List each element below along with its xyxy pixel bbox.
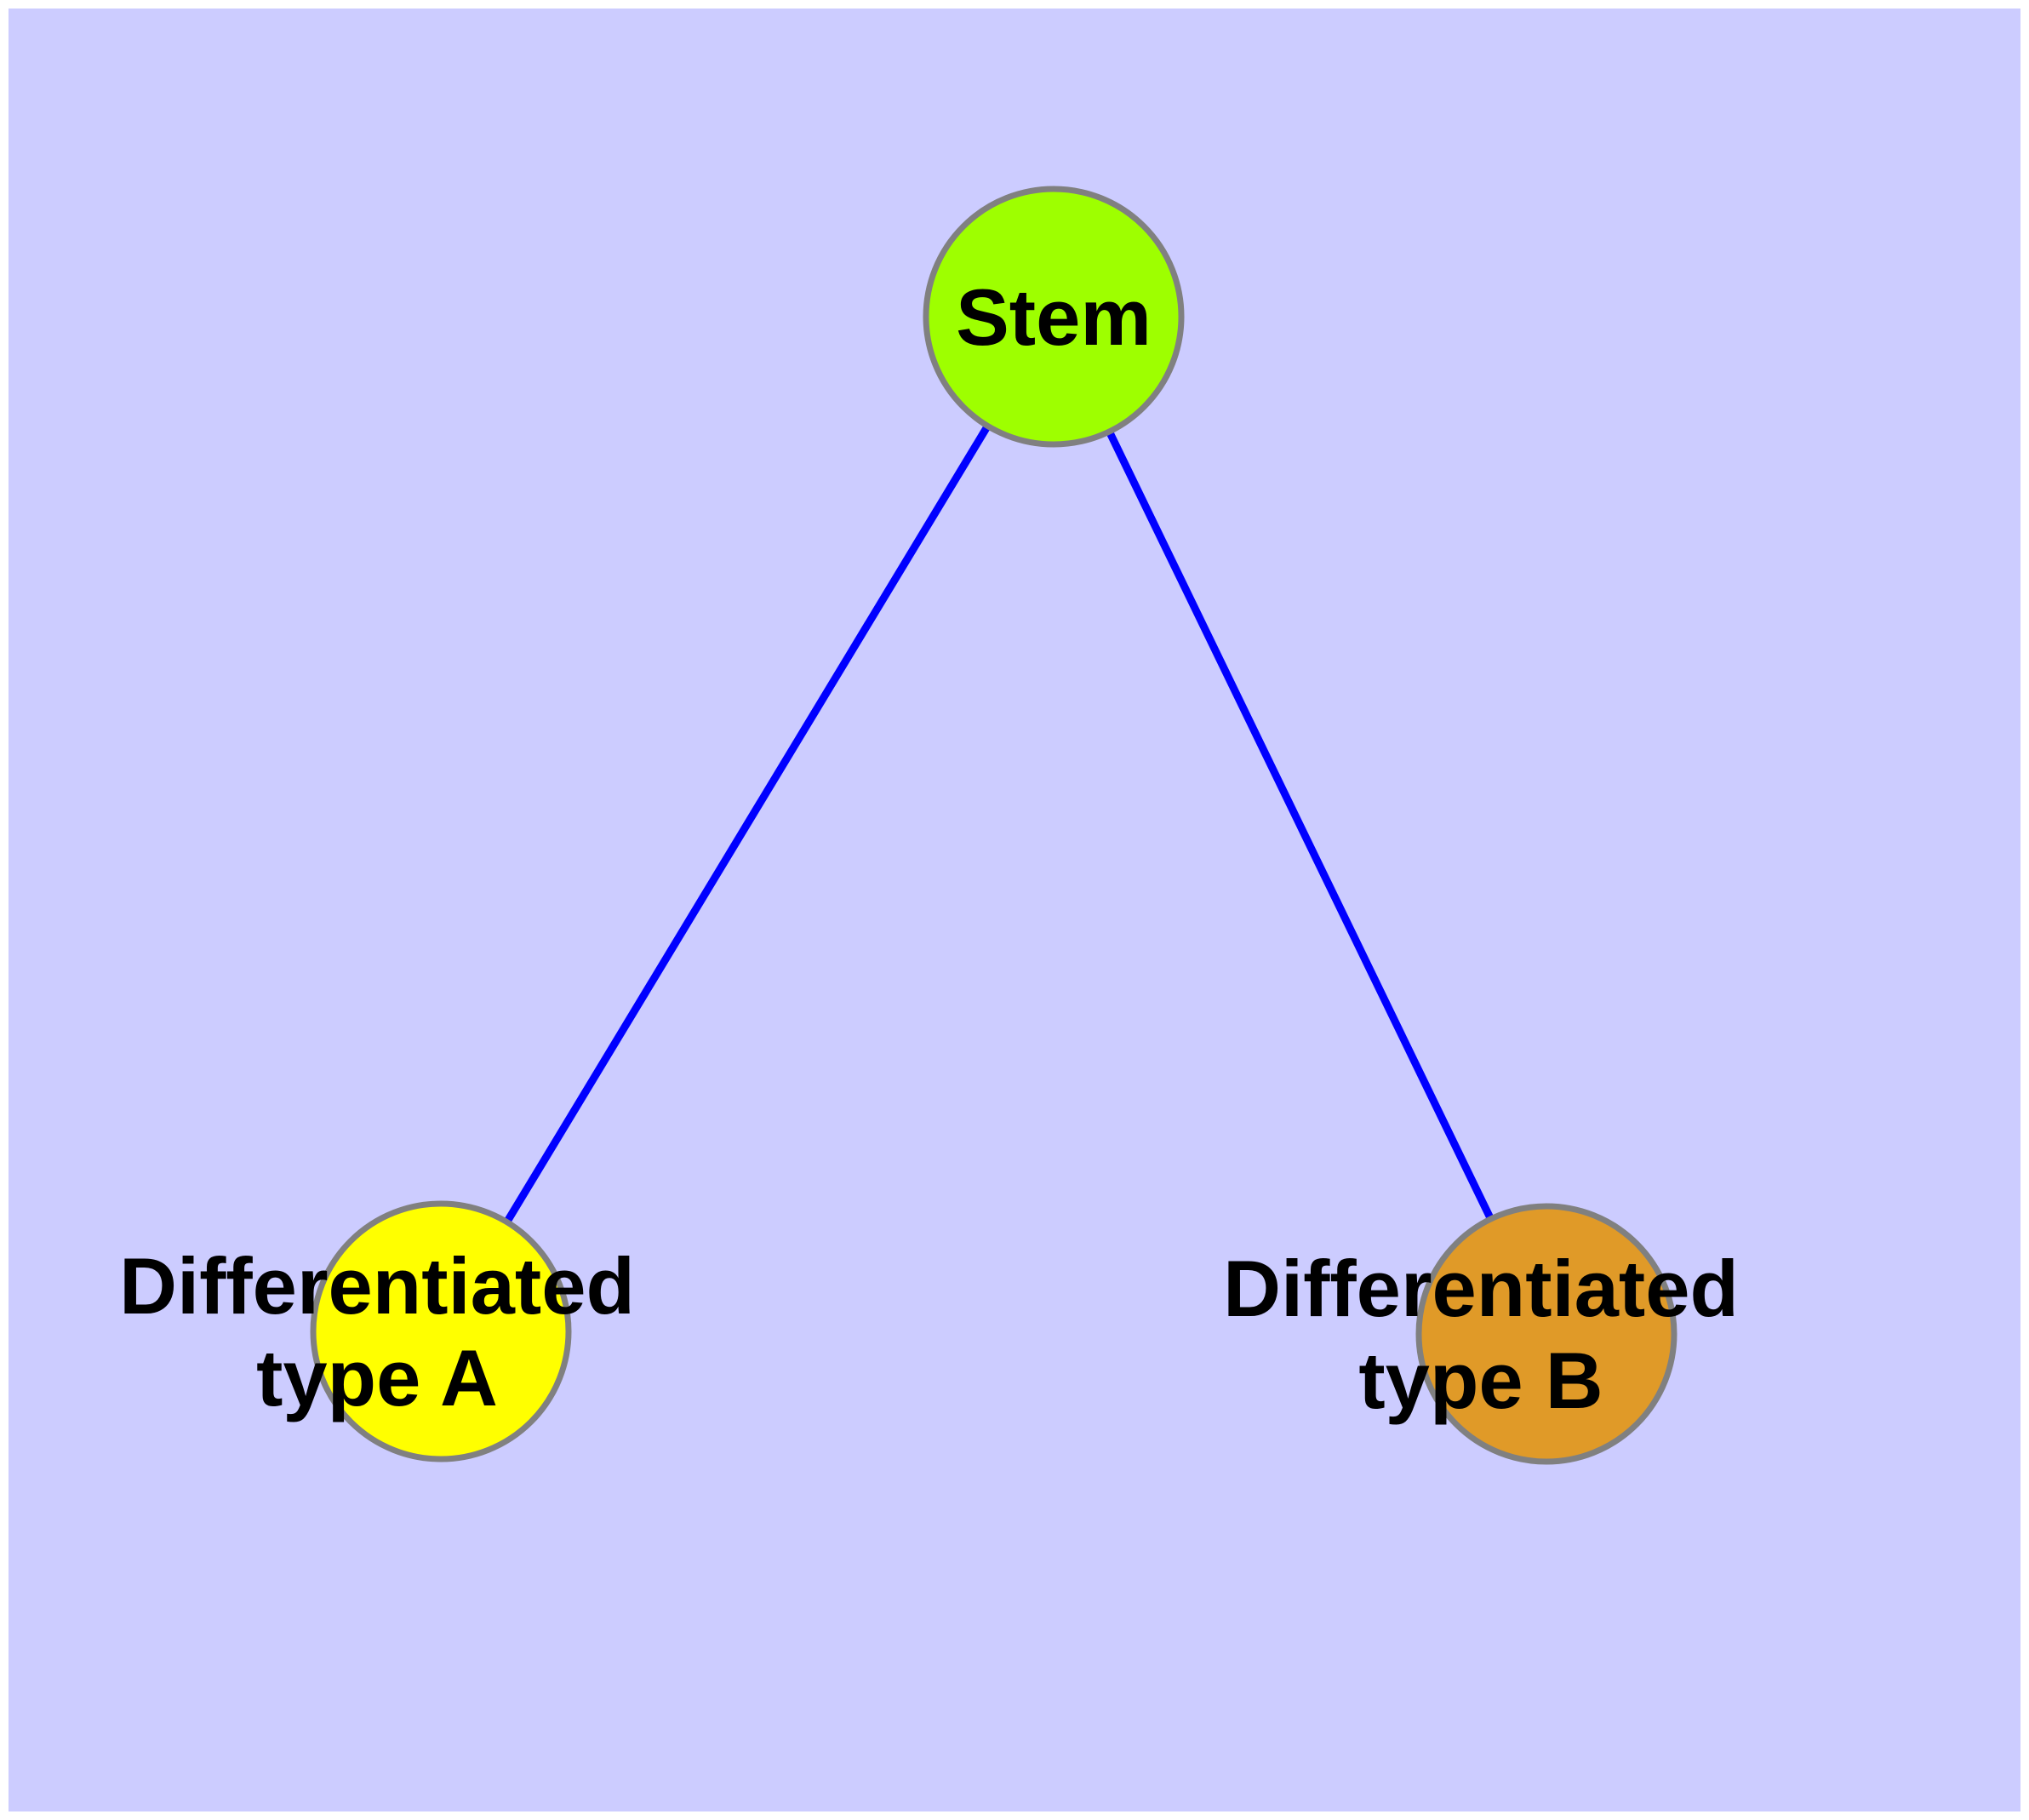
graph-edge[interactable]: [1049, 315, 1551, 1336]
label-line: Stem: [956, 272, 1152, 362]
graph-node-diff_a[interactable]: [310, 1200, 572, 1462]
edge-layer: [437, 314, 1551, 1336]
label-line: Differentiated: [1223, 1244, 1739, 1333]
label-line: Differentiated: [119, 1241, 635, 1331]
graph-node-diff_b[interactable]: [1415, 1203, 1677, 1465]
graph-edge[interactable]: [437, 314, 1057, 1334]
graph-node-label-stem: Stem: [956, 272, 1152, 362]
label-line: type A: [256, 1333, 498, 1422]
node-layer: [310, 186, 1677, 1465]
label-line: type B: [1358, 1336, 1603, 1425]
graph-node-stem[interactable]: [923, 186, 1185, 448]
